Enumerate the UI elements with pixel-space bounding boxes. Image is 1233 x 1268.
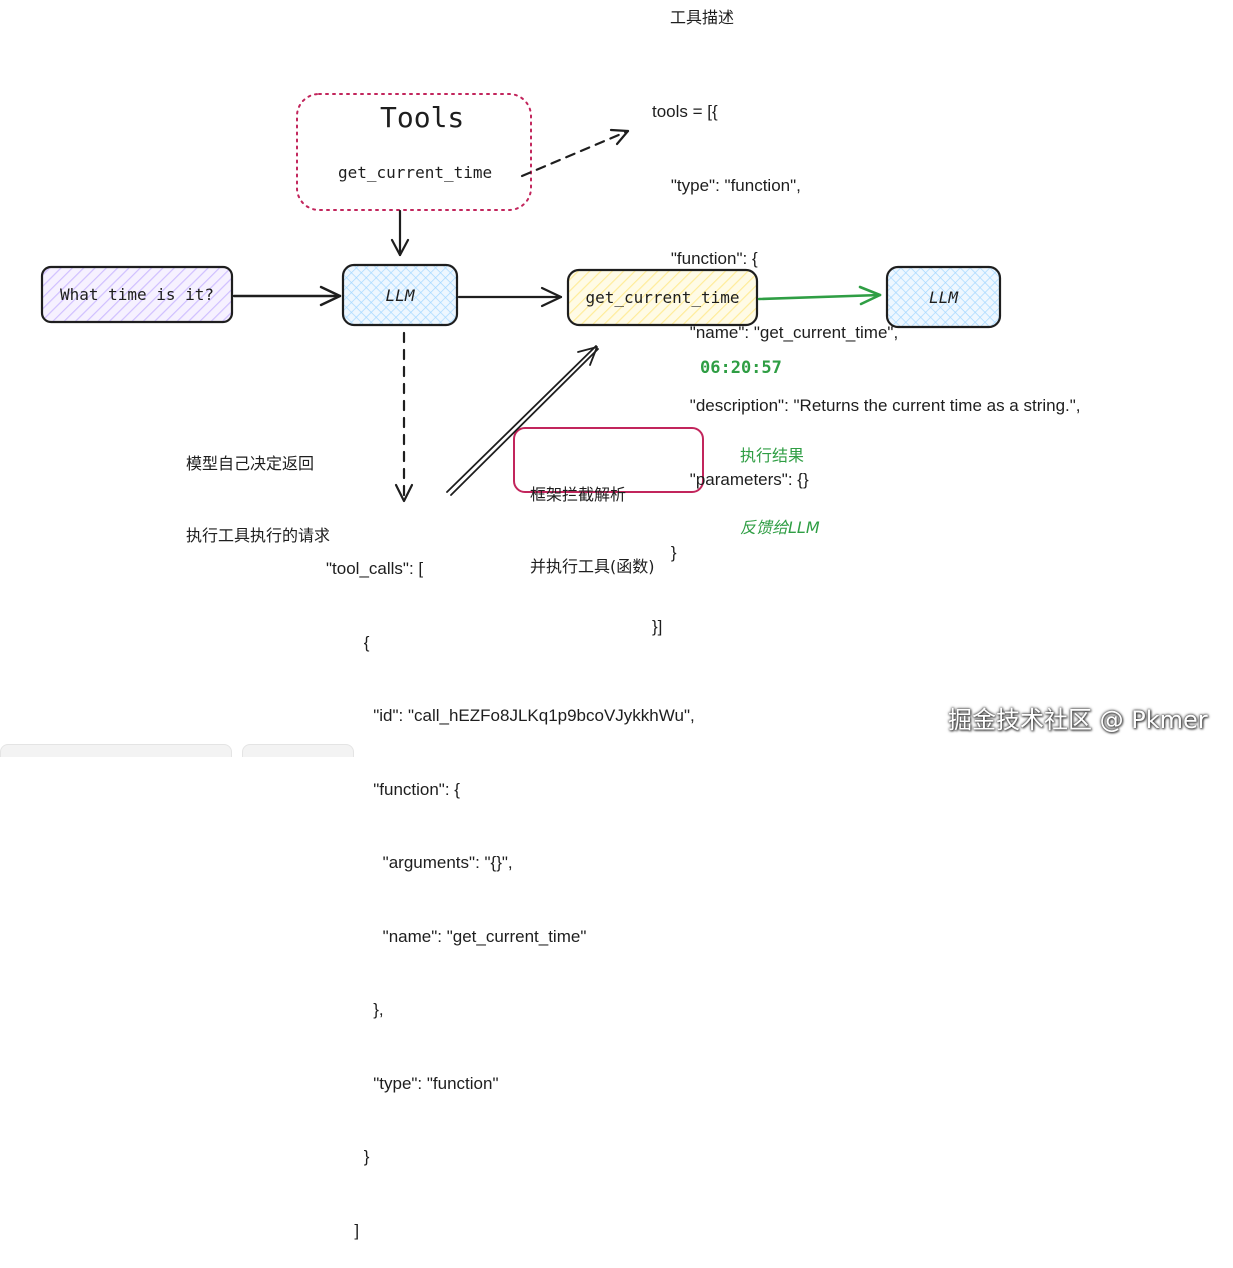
code-line: "function": { xyxy=(652,249,758,268)
diagram-canvas xyxy=(40,93,1002,503)
tools-box-title: Tools xyxy=(380,101,465,134)
code-line: ] xyxy=(326,1220,360,1240)
decision-label-line: 执行工具执行的请求 xyxy=(186,526,331,545)
bottom-panel-left xyxy=(0,744,232,757)
decision-label: 模型自己决定返回 执行工具执行的请求 xyxy=(186,404,330,572)
decision-label-line: 模型自己决定返回 xyxy=(186,454,315,473)
feedback-label-line: 反馈给LLM xyxy=(740,518,820,537)
tools-box-item: get_current_time xyxy=(338,163,493,182)
arrow-tools-to-description xyxy=(520,128,630,178)
feedback-label-line: 执行结果 xyxy=(740,446,805,465)
code-line: } xyxy=(326,1147,370,1166)
tools-box xyxy=(296,93,532,211)
arrow-tools-to-llm xyxy=(390,209,410,257)
arrow-function-to-llm-green xyxy=(757,285,882,306)
tool-description-title: 工具描述 xyxy=(670,8,735,27)
llm-node-1-label: LLM xyxy=(385,285,415,305)
tool-calls-code-block: "tool_calls": [ { "id": "call_hEZFo8JLKq… xyxy=(326,508,695,1268)
code-line: { xyxy=(326,632,370,652)
code-line: "function": { xyxy=(326,779,460,799)
code-line: "id": "call_hEZFo8JLKq1p9bcoVJykkhWu", xyxy=(326,706,695,725)
tools-code-block: tools = [{ "type": "function", "function… xyxy=(652,51,1081,664)
question-node-label: What time is it? xyxy=(59,285,215,304)
function-node xyxy=(566,268,759,327)
bottom-panel-right xyxy=(242,744,354,757)
code-line: "name": "get_current_time" xyxy=(326,926,587,946)
llm-node-1 xyxy=(341,263,459,327)
code-line: "name": "get_current_time", xyxy=(652,322,899,342)
watermark: 掘金技术社区 @ Pkmer xyxy=(948,706,1208,734)
code-line: } xyxy=(652,543,677,562)
llm-node-2-label: LLM xyxy=(929,287,958,307)
code-line: "type": "function" xyxy=(326,1073,499,1093)
code-line: "parameters": {} xyxy=(652,469,809,489)
code-line: "type": "function", xyxy=(652,175,801,195)
question-node xyxy=(40,265,234,324)
framework-label-line: 框架拦截解析 xyxy=(530,485,627,504)
code-line: tools = [{ xyxy=(652,102,718,121)
arrow-tool-calls-to-function xyxy=(446,345,599,496)
feedback-label: 执行结果 反馈给LLM xyxy=(740,396,820,564)
arrow-question-to-llm xyxy=(232,285,342,307)
code-line: }, xyxy=(326,1000,384,1019)
code-line: "arguments": "{}", xyxy=(326,853,513,872)
function-node-label: get_current_time xyxy=(585,288,740,307)
framework-label-line: 并执行工具(函数) xyxy=(530,557,655,576)
framework-label-box xyxy=(513,427,704,493)
code-line: "description": "Returns the current time… xyxy=(652,396,1081,415)
arrow-llm-to-tool-calls xyxy=(394,331,414,503)
code-line: "tool_calls": [ xyxy=(326,559,424,578)
code-line: }] xyxy=(652,616,663,636)
arrow-llm-to-function xyxy=(457,286,563,308)
llm-node-2 xyxy=(885,265,1002,329)
result-time: 06:20:57 xyxy=(700,358,782,378)
framework-label: 框架拦截解析 并执行工具(函数) xyxy=(530,435,655,603)
